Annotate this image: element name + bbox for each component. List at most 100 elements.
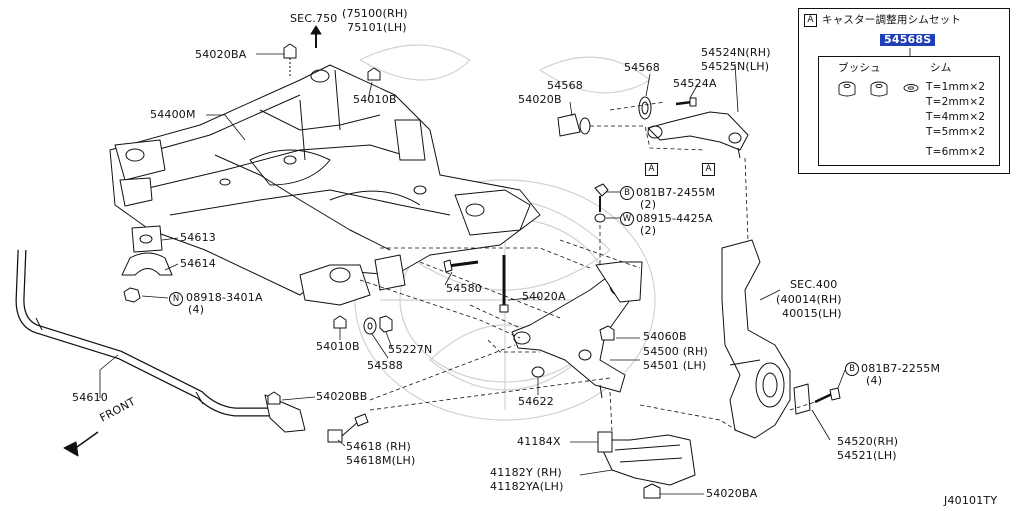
upper-link-54524N: [647, 111, 749, 159]
nut-54020BA-bottom: [643, 483, 661, 499]
label-54501-lh: 54501 (LH): [643, 359, 707, 372]
bolt-081B7-2255M: [814, 387, 841, 404]
label-54588: 54588: [367, 359, 403, 372]
label-54524a: 54524A: [673, 77, 717, 90]
label-08918-qty: (4): [188, 303, 205, 316]
label-081b7-2255m-qty: (4): [866, 374, 883, 387]
caliper-bracket-54520: [793, 383, 811, 415]
label-41182y: 41182Y (RH): [490, 466, 562, 479]
bolt-54020BA-top: [283, 43, 297, 76]
badge-b-2455m: B: [620, 186, 634, 200]
nut-54010B-mid: [333, 315, 347, 329]
bolt-54580: [443, 259, 479, 273]
front-arrow: [63, 431, 99, 457]
bushing-54568: [638, 96, 652, 120]
label-081b7-2455m-qty: (2): [640, 198, 657, 211]
badge-b-2255m: B: [845, 362, 859, 376]
label-54524n-rh: 54524N(RH): [701, 46, 771, 59]
cover-41182Y: [597, 434, 696, 486]
label-54020ba-top: 54020BA: [195, 48, 247, 61]
label-sec400-lh: 40015(LH): [782, 307, 842, 320]
label-08918: 08918-3401A: [186, 291, 263, 304]
bolt-081B7-2455M: [594, 183, 609, 212]
label-54622: 54622: [518, 395, 554, 408]
label-54020bb: 54020BB: [316, 390, 368, 403]
label-55227n: 55227N: [388, 343, 433, 356]
drawing-code: J40101TY: [944, 494, 998, 507]
label-54520-rh: 54520(RH): [837, 435, 899, 448]
ref-a-right: A: [702, 163, 715, 176]
leader-lines: [99, 53, 846, 495]
badge-w: W: [620, 212, 634, 226]
label-54060b: 54060B: [643, 330, 687, 343]
shim-col-shim: シム: [930, 62, 952, 74]
bracket-54060B: [595, 261, 643, 341]
shim-ref-a: A: [804, 14, 817, 27]
label-sec400-rh: (40014(RH): [776, 293, 842, 306]
bush-icon-1: [838, 81, 856, 97]
label-081b7-2255m: 081B7-2255M: [861, 362, 941, 375]
nut-54010B-top: [367, 67, 381, 81]
label-sec750-rh: (75100(RH): [342, 7, 408, 20]
label-54020b: 54020B: [518, 93, 562, 106]
label-54610: 54610: [72, 391, 108, 404]
label-54613: 54613: [180, 231, 216, 244]
label-54020ba-bottom: 54020BA: [706, 487, 758, 500]
steering-knuckle: [721, 239, 791, 439]
label-41182ya: 41182YA(LH): [490, 480, 564, 493]
label-54614: 54614: [180, 257, 216, 270]
label-54568-right: 54568: [624, 61, 660, 74]
bushing-54568-left: [557, 113, 591, 137]
label-54618-lh: 54618M(LH): [346, 454, 416, 467]
connecting-rod-54618: [327, 413, 369, 443]
label-54010b-top: 54010B: [353, 93, 397, 106]
label-08915-qty: (2): [640, 224, 657, 237]
label-54020a: 54020A: [522, 290, 566, 303]
label-54568-left: 54568: [547, 79, 583, 92]
label-54400m: 54400M: [150, 108, 196, 121]
shim-col-bush: ブッシュ: [838, 62, 881, 74]
label-54521-lh: 54521(LH): [837, 449, 897, 462]
bracket-41184X: [597, 431, 613, 453]
nut-54020BB: [267, 391, 281, 405]
assembly-dashed-lines: [359, 101, 816, 433]
shim-set-part-number[interactable]: 54568S: [880, 34, 936, 46]
shim-set-title: キャスター調整用シムセット: [822, 14, 962, 26]
bolt-54020A: [499, 255, 509, 313]
label-sec750-lh: 75101(LH): [347, 21, 407, 34]
label-08915: 08915-4425A: [636, 212, 713, 225]
suspension-member-54400M: [109, 64, 541, 306]
label-54010b-mid: 54010B: [316, 340, 360, 353]
washer-08915: [594, 213, 606, 223]
shim-set-contents: [818, 56, 1000, 166]
nut-55227N: [379, 315, 393, 333]
label-54618-rh: 54618 (RH): [346, 440, 411, 453]
label-sec750: SEC.750: [290, 12, 338, 25]
sec750-arrow: [310, 25, 322, 48]
badge-n: N: [169, 292, 183, 306]
bush-icon-2: [870, 81, 888, 97]
bolt-54524A: [675, 97, 697, 107]
nut-08918: [123, 287, 141, 303]
stabilizer-clamp-54614: [121, 252, 173, 276]
washer-54622: [531, 366, 545, 378]
shim-size-5: T=6mm×2: [926, 146, 986, 158]
shim-size-2: T=2mm×2: [926, 96, 986, 108]
washer-54588: [363, 317, 377, 335]
label-081b7-2455m: 081B7-2455M: [636, 186, 716, 199]
label-sec400: SEC.400: [790, 278, 838, 291]
shim-size-3: T=4mm×2: [926, 111, 986, 123]
label-54525n-lh: 54525N(LH): [701, 60, 770, 73]
ref-a-left: A: [645, 163, 658, 176]
shim-size-4: T=5mm×2: [926, 126, 986, 138]
stabilizer-bushing-54613: [131, 225, 163, 253]
label-54580: 54580: [446, 282, 482, 295]
label-41184x: 41184X: [517, 435, 561, 448]
shim-washer-icon: [903, 84, 919, 92]
label-54500-rh: 54500 (RH): [643, 345, 708, 358]
shim-size-1: T=1mm×2: [926, 81, 986, 93]
